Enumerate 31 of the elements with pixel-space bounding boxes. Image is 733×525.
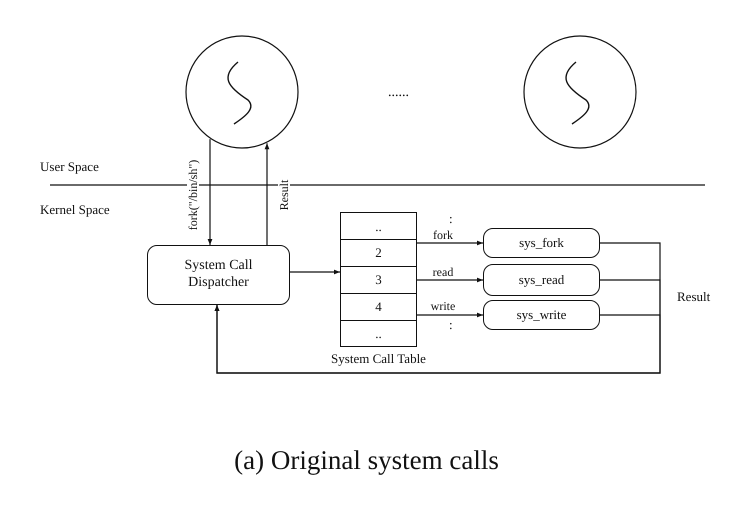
arrow xyxy=(290,270,340,274)
edge-label: fork("/bin/sh") xyxy=(187,158,199,232)
arrow xyxy=(417,312,483,318)
edge-label: read xyxy=(432,266,454,278)
process-circle xyxy=(523,35,637,149)
caption: (a) Original system calls xyxy=(234,445,499,475)
ellipsis-dots: : xyxy=(449,212,453,225)
ellipsis-dots: : xyxy=(449,318,453,331)
arrow xyxy=(417,278,483,282)
process-box: sys_fork xyxy=(483,228,600,258)
region-label: Kernel Space xyxy=(40,203,110,216)
edge-label: write xyxy=(430,300,456,312)
arrow xyxy=(214,305,661,374)
process-box: sys_read xyxy=(483,264,600,296)
region-label: User Space xyxy=(40,160,99,173)
table-row: .. xyxy=(341,213,416,240)
edge-label: fork xyxy=(432,229,454,241)
arrow xyxy=(208,139,212,245)
process-box: System Call Dispatcher xyxy=(147,245,290,305)
edge-label: Result xyxy=(278,178,290,212)
table-caption: System Call Table xyxy=(331,351,426,367)
arrow xyxy=(417,240,483,246)
process-box: sys_write xyxy=(483,300,600,330)
arrow xyxy=(264,143,270,245)
ellipsis-dots: ...... xyxy=(388,86,409,100)
result-label: Result xyxy=(677,290,710,303)
process-circle xyxy=(185,35,299,149)
table-row: 2 xyxy=(341,239,416,266)
table-row: .. xyxy=(341,320,416,347)
table-row: 4 xyxy=(341,293,416,320)
table-row: 3 xyxy=(341,266,416,293)
